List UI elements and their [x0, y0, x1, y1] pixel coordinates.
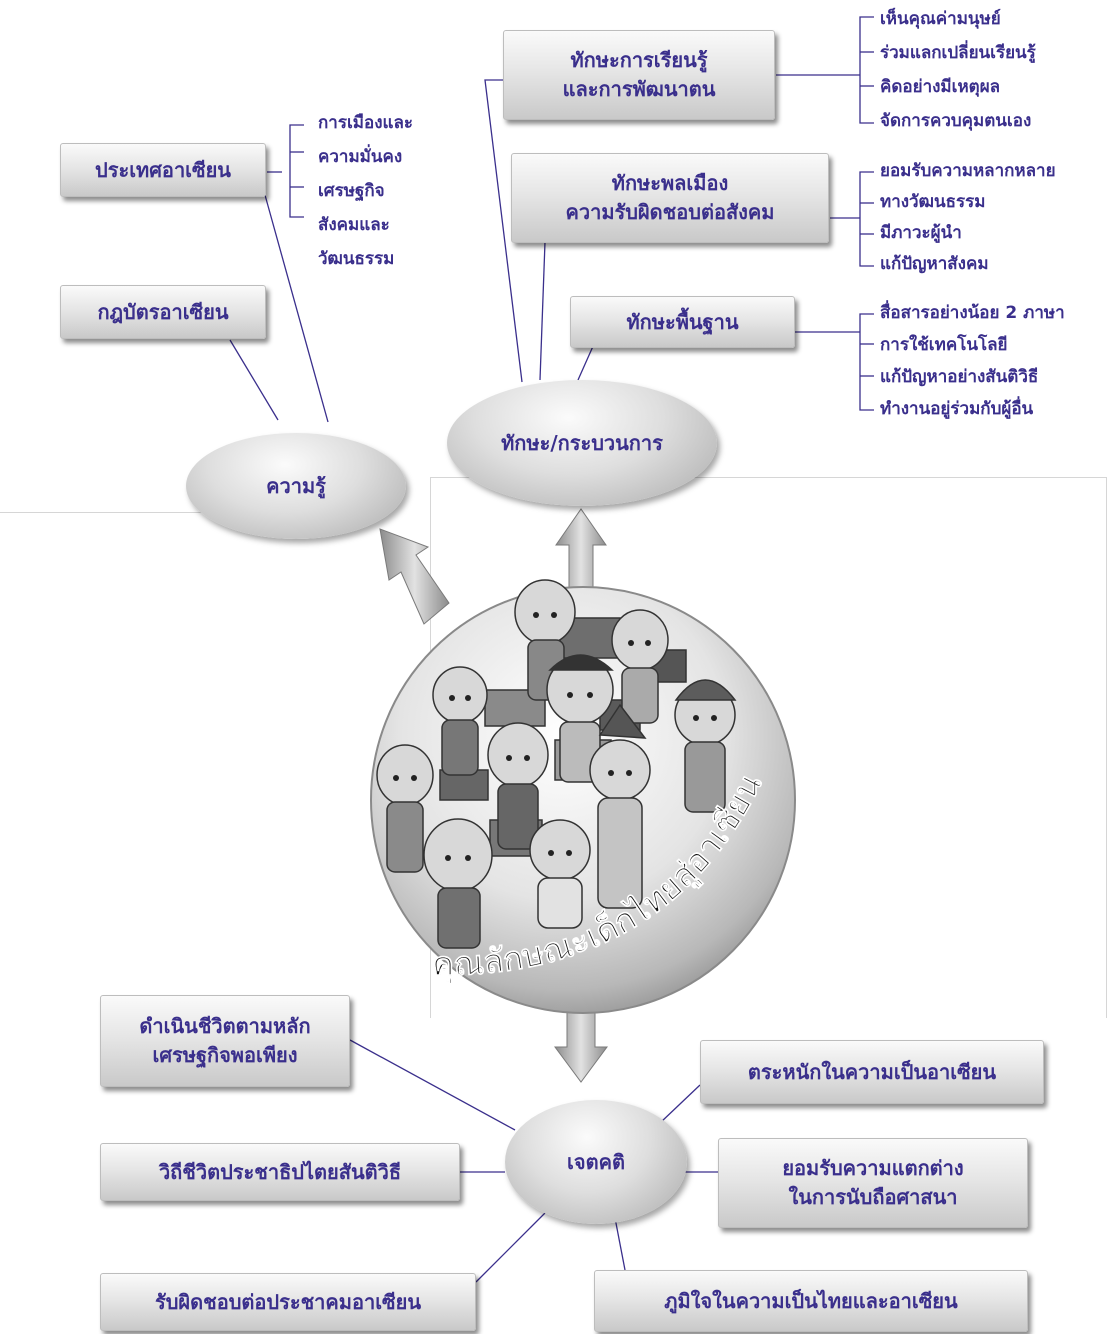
- box-learning-skills: ทักษะการเรียนรู้ และการพัฒนาตน: [503, 30, 775, 120]
- box-asean-countries: ประเทศอาเซียน: [60, 143, 266, 197]
- citizen-skill-item: ยอมรับความหลากหลาย: [880, 161, 1056, 181]
- country-topic-item: สังคมและ: [318, 215, 390, 235]
- children-illustration: [376, 579, 737, 949]
- citizen-skill-item: แก้ปัญหาสังคม: [880, 254, 989, 274]
- box-asean-awareness: ตระหนักในความเป็นอาเซียน: [700, 1040, 1044, 1104]
- basic-skill-item: สื่อสารอย่างน้อย 2 ภาษา: [880, 303, 1065, 323]
- basic-skill-item: แก้ปัญหาอย่างสันติวิธี: [880, 367, 1039, 387]
- box-responsibility-asean: รับผิดชอบต่อประชาคมอาเซียน: [100, 1273, 476, 1331]
- box-citizen-skills: ทักษะพลเมือง ความรับผิดชอบต่อสังคม: [511, 153, 829, 243]
- religion-line1: ยอมรับความแตกต่าง: [782, 1156, 964, 1180]
- box-asean-charter: กฎบัตรอาเซียน: [60, 285, 266, 339]
- learning-skill-item: คิดอย่างมีเหตุผล: [880, 77, 1001, 97]
- skills-label: ทักษะ/กระบวนการ: [501, 431, 663, 455]
- country-topic-item: การเมืองและ: [318, 113, 414, 133]
- arrow-up-knowledge: [379, 528, 450, 625]
- democracy-label: วิถีชีวิตประชาธิปไตยสันติวิธี: [158, 1159, 402, 1184]
- attitude-label: เจตคติ: [567, 1150, 625, 1174]
- box-thai-asean-pride: ภูมิใจในความเป็นไทยและอาเซียน: [594, 1270, 1028, 1332]
- box-basic-skills: ทักษะพื้นฐาน: [570, 296, 795, 348]
- country-topic-item: วัฒนธรรม: [318, 249, 395, 269]
- country-topics-list: การเมืองและ ความมั่นคง เศรษฐกิจ สังคมและ…: [318, 106, 413, 276]
- knowledge-ellipse: ความรู้: [186, 433, 406, 539]
- attitude-ellipse: เจตคติ: [505, 1100, 687, 1224]
- pride-label: ภูมิใจในความเป็นไทยและอาเซียน: [664, 1288, 958, 1313]
- country-topic-item: เศรษฐกิจ: [318, 181, 385, 201]
- country-topic-item: ความมั่นคง: [318, 147, 403, 167]
- citizen-skill-item: มีภาวะผู้นำ: [880, 223, 962, 243]
- citizen-skill-item: ทางวัฒนธรรม: [880, 192, 986, 212]
- learning-skills-line2: และการพัฒนาตน: [562, 77, 716, 101]
- knowledge-label: ความรู้: [266, 474, 326, 498]
- basic-skill-item: ทำงานอยู่ร่วมกับผู้อื่น: [880, 399, 1034, 419]
- basic-skill-item: การใช้เทคโนโลยี: [880, 335, 1008, 355]
- citizen-skills-line1: ทักษะพลเมือง: [611, 171, 729, 195]
- asean-countries-label: ประเทศอาเซียน: [95, 157, 231, 182]
- learning-skill-item: เห็นคุณค่ามนุษย์: [880, 9, 1001, 29]
- learning-skills-list: เห็นคุณค่ามนุษย์ ร่วมแลกเปลี่ยนเรียนรู้ …: [880, 2, 1036, 138]
- arrow-down-attitude: [554, 1009, 608, 1083]
- arrow-up-skills: [555, 508, 607, 591]
- learning-skills-line1: ทักษะการเรียนรู้: [570, 48, 708, 72]
- box-democracy: วิถีชีวิตประชาธิปไตยสันติวิธี: [100, 1143, 460, 1201]
- learning-skill-item: จัดการควบคุมตนเอง: [880, 111, 1032, 131]
- citizen-skills-list: ยอมรับความหลากหลาย ทางวัฒนธรรม มีภาวะผู้…: [880, 156, 1056, 280]
- asean-charter-label: กฎบัตรอาเซียน: [97, 299, 229, 324]
- basic-skills-list: สื่อสารอย่างน้อย 2 ภาษา การใช้เทคโนโลยี …: [880, 297, 1065, 425]
- sufficiency-line2: เศรษฐกิจพอเพียง: [152, 1043, 298, 1067]
- awareness-label: ตระหนักในความเป็นอาเซียน: [747, 1059, 997, 1084]
- citizen-skills-line2: ความรับผิดชอบต่อสังคม: [565, 200, 775, 224]
- religion-line2: ในการนับถือศาสนา: [788, 1185, 958, 1209]
- sufficiency-line1: ดำเนินชีวิตตามหลัก: [139, 1014, 311, 1038]
- skills-ellipse: ทักษะ/กระบวนการ: [447, 380, 717, 506]
- background-frame-left: [0, 512, 370, 513]
- learning-skill-item: ร่วมแลกเปลี่ยนเรียนรู้: [880, 43, 1036, 63]
- responsibility-label: รับผิดชอบต่อประชาคมอาเซียน: [154, 1289, 421, 1314]
- box-sufficiency-economy: ดำเนินชีวิตตามหลัก เศรษฐกิจพอเพียง: [100, 995, 350, 1087]
- box-religion-acceptance: ยอมรับความแตกต่าง ในการนับถือศาสนา: [718, 1138, 1028, 1228]
- basic-skills-label: ทักษะพื้นฐาน: [626, 309, 739, 334]
